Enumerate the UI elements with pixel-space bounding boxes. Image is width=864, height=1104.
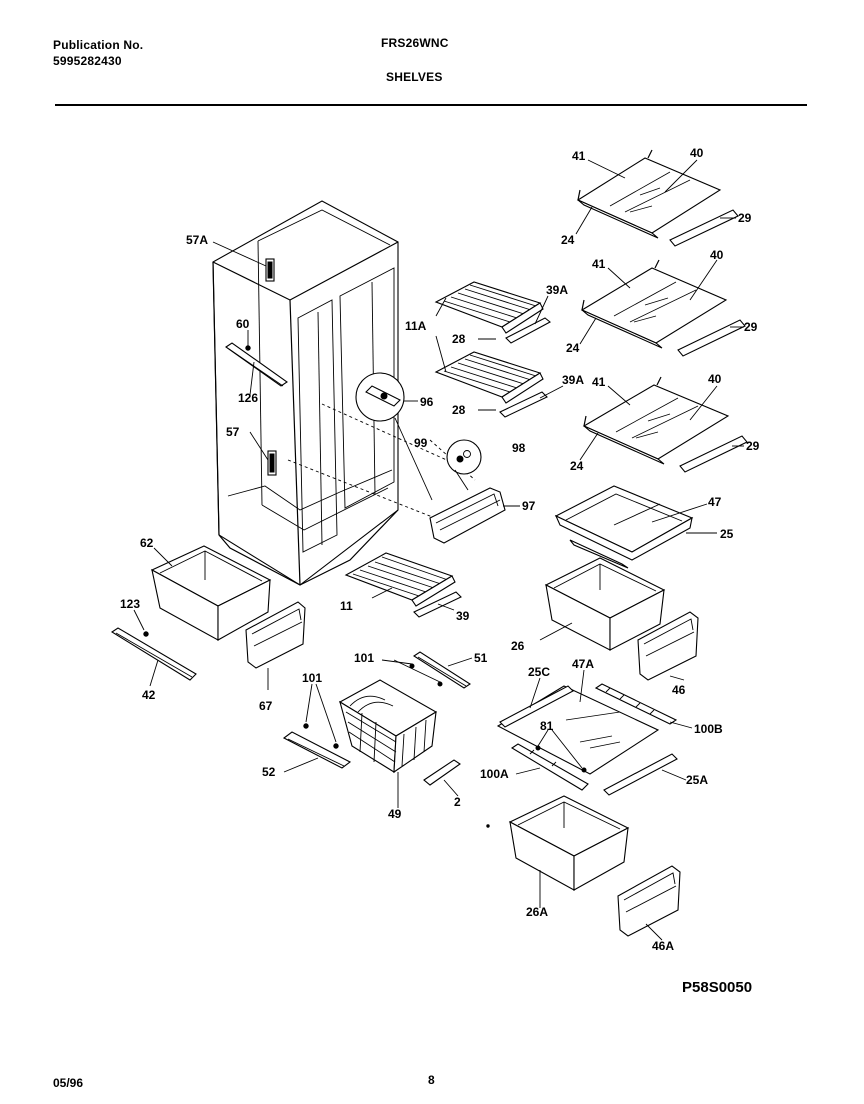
- footer-date: 05/96: [53, 1076, 84, 1090]
- diagram-code: P58S0050: [682, 979, 753, 996]
- freezer-bin-62: [150, 545, 272, 641]
- label-60: 60: [236, 317, 250, 331]
- rail-51: [409, 651, 472, 689]
- label-26A: 26A: [526, 905, 548, 919]
- detail-circle-99: [446, 439, 482, 491]
- door-bin-97: [429, 487, 506, 544]
- bracket-52: [282, 723, 352, 769]
- label-46: 46: [672, 683, 686, 697]
- label-100B: 100B: [694, 722, 723, 736]
- label-126: 126: [238, 391, 258, 405]
- label-98: 98: [512, 441, 526, 455]
- label-52: 52: [262, 765, 276, 779]
- label-25C: 25C: [528, 665, 550, 679]
- label-26: 26: [511, 639, 525, 653]
- publication-label: Publication No.: [53, 38, 144, 52]
- label-40: 40: [710, 248, 724, 262]
- label-2: 2: [454, 795, 461, 809]
- rail-100A: [510, 743, 589, 791]
- crisper-drawer-26: [544, 557, 666, 651]
- freezer-wire-shelf-upper: [434, 281, 551, 344]
- crisper-drawer-26A: [508, 795, 630, 891]
- refrigerator-cabinet: [212, 200, 399, 586]
- rail-25C: [499, 685, 574, 728]
- label-41: 41: [592, 375, 606, 389]
- leader-lines: [133, 159, 744, 941]
- glass-shelf-1: [576, 149, 739, 247]
- label-57A: 57A: [186, 233, 208, 247]
- page-number: 8: [428, 1073, 435, 1087]
- label-41: 41: [592, 257, 606, 271]
- rail-2: [423, 759, 461, 786]
- callout-labels: 41 40 24 29 41 40 24 29 41 40 24 29 57A …: [120, 146, 760, 953]
- label-41: 41: [572, 149, 586, 163]
- label-97: 97: [522, 499, 536, 513]
- drawer-cover-47: [554, 485, 694, 569]
- label-47A: 47A: [572, 657, 594, 671]
- label-123: 123: [120, 597, 140, 611]
- publication-number: 5995282430: [53, 54, 122, 68]
- stray-dot: [486, 824, 490, 828]
- door-bin-67: [245, 601, 306, 669]
- slide-rail-42: [110, 627, 197, 681]
- label-28: 28: [452, 403, 466, 417]
- label-11A: 11A: [405, 319, 427, 333]
- label-47: 47: [708, 495, 722, 509]
- label-39A: 39A: [546, 283, 568, 297]
- label-101: 101: [354, 651, 374, 665]
- label-42: 42: [142, 688, 156, 702]
- rail-100B: [594, 683, 678, 725]
- label-40: 40: [690, 146, 704, 160]
- label-62: 62: [140, 536, 154, 550]
- door-bin-46A: [617, 865, 681, 937]
- door-bin-46: [637, 611, 699, 681]
- shelf-support-126: [225, 342, 288, 387]
- label-39A: 39A: [562, 373, 584, 387]
- header-rule: [55, 104, 807, 106]
- label-29: 29: [744, 320, 758, 334]
- label-40: 40: [708, 372, 722, 386]
- section-title: SHELVES: [386, 70, 443, 84]
- freezer-wire-shelf-11: [344, 552, 462, 618]
- label-24: 24: [566, 341, 580, 355]
- label-67: 67: [259, 699, 273, 713]
- label-57: 57: [226, 425, 240, 439]
- freezer-wire-shelf-lower: [434, 351, 548, 418]
- label-81: 81: [540, 719, 554, 733]
- glass-shelf-3: [582, 376, 748, 473]
- model-number: FRS26WNC: [381, 36, 449, 50]
- label-24: 24: [570, 459, 584, 473]
- label-101: 101: [302, 671, 322, 685]
- label-39: 39: [456, 609, 470, 623]
- label-46A: 46A: [652, 939, 674, 953]
- label-49: 49: [388, 807, 402, 821]
- wire-basket-49: [338, 679, 438, 774]
- label-25A: 25A: [686, 773, 708, 787]
- rail-25A: [603, 753, 678, 796]
- label-51: 51: [474, 651, 488, 665]
- glass-shelf-2: [580, 259, 746, 357]
- label-100A: 100A: [480, 767, 509, 781]
- label-29: 29: [738, 211, 752, 225]
- label-25: 25: [720, 527, 734, 541]
- detail-circle-96: [355, 372, 405, 422]
- label-29: 29: [746, 439, 760, 453]
- label-11: 11: [340, 599, 353, 613]
- label-28: 28: [452, 332, 466, 346]
- label-99: 99: [414, 436, 428, 450]
- label-24: 24: [561, 233, 575, 247]
- label-96: 96: [420, 395, 434, 409]
